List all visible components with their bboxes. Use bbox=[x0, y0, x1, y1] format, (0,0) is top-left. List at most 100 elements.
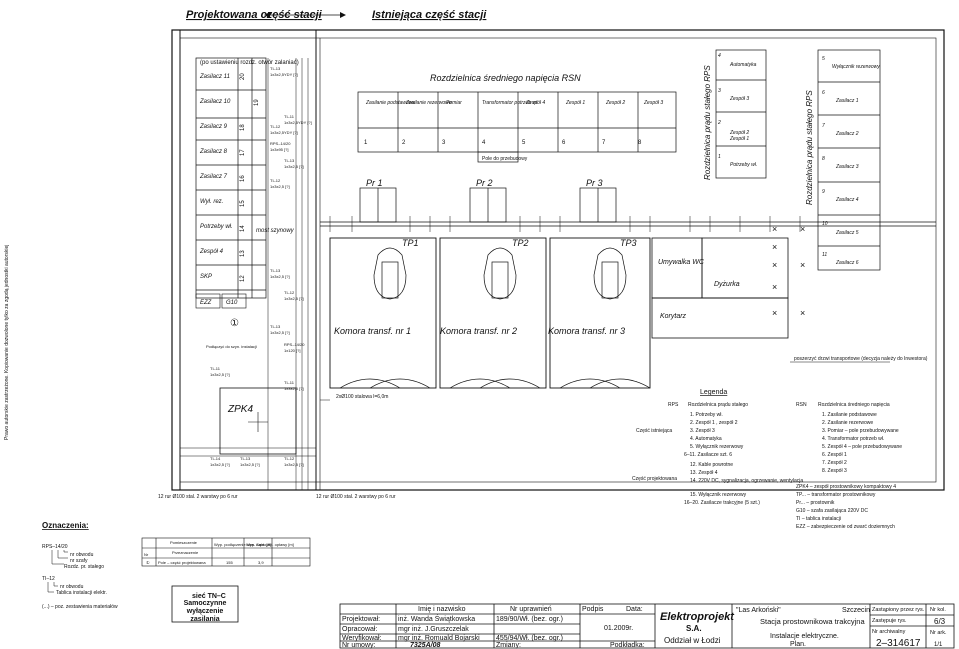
svg-text:(...) – poz. zestawienia mater: (...) – poz. zestawienia materiałów bbox=[42, 604, 118, 610]
svg-text:7325A/08: 7325A/08 bbox=[410, 642, 440, 649]
svg-text:5: 5 bbox=[522, 140, 526, 146]
legend-title: Legenda bbox=[700, 389, 727, 396]
svg-text:Nr umowy:: Nr umowy: bbox=[342, 642, 376, 649]
svg-text:Opracował:: Opracował: bbox=[342, 626, 377, 633]
svg-text:TI–13: TI–13 bbox=[270, 66, 281, 71]
svg-text:3. Zespół 3: 3. Zespół 3 bbox=[690, 428, 715, 434]
svg-text:TI–13: TI–13 bbox=[270, 268, 281, 273]
svg-text:sieć TN–C: sieć TN–C bbox=[192, 593, 226, 600]
material-table bbox=[141, 537, 311, 567]
svg-text:TI–12: TI–12 bbox=[270, 178, 281, 183]
svg-text:8: 8 bbox=[822, 156, 825, 162]
rsn-extension-note: Pole do przebudowy bbox=[482, 156, 528, 162]
svg-text:nr obwodu: nr obwodu bbox=[60, 584, 84, 590]
svg-text:1x3x2,5 [?]: 1x3x2,5 [?] bbox=[270, 330, 290, 335]
svg-text:RSN: RSN bbox=[796, 402, 807, 408]
svg-text:7: 7 bbox=[602, 140, 606, 146]
copyright-note: Prawo autorskie zastrzeżone. Kopiowanie … bbox=[4, 245, 10, 440]
door-note: poszerzyć drzwi transportowe (decyzja na… bbox=[794, 356, 928, 362]
chamber-labels: Komora transf. nr 1 Komora transf. nr 2 … bbox=[334, 326, 625, 336]
svg-text:Zespół 3: Zespół 3 bbox=[729, 96, 749, 102]
svg-text:TI–12: TI–12 bbox=[42, 576, 55, 582]
svg-text:Komora transf. nr 2: Komora transf. nr 2 bbox=[440, 326, 517, 336]
rps-right-labels: 5 Wyłącznik rezerwowy 6 Zasilacz 1 7 Zas… bbox=[822, 56, 880, 266]
header-designed-part: Projektowana część stacji bbox=[186, 9, 323, 21]
svg-text:Część istniejąca: Część istniejąca bbox=[636, 428, 672, 434]
svg-text:Oddział w Łodzi: Oddział w Łodzi bbox=[664, 636, 721, 645]
svg-text:Transformator potrzeb wł.: Transformator potrzeb wł. bbox=[482, 100, 539, 106]
svg-text:Zasilacz 1: Zasilacz 1 bbox=[835, 98, 859, 104]
legend-rps: RPS Rozdzielnica prądu stałego Część ist… bbox=[632, 402, 803, 506]
svg-text:Zasilacz 11: Zasilacz 11 bbox=[199, 74, 230, 80]
svg-text:inż. Wanda Świątkowska: inż. Wanda Świątkowska bbox=[398, 614, 475, 623]
svg-text:Zasilacz 3: Zasilacz 3 bbox=[835, 164, 859, 170]
rps-right bbox=[817, 49, 881, 271]
pipes-right-note: 12 rur Ø100 stal. 2 warstwy po 6 rur bbox=[316, 494, 396, 500]
svg-text:11: 11 bbox=[822, 252, 827, 258]
svg-text:1/1: 1/1 bbox=[934, 642, 943, 648]
svg-text:Nr uprawnień: Nr uprawnień bbox=[510, 606, 552, 613]
svg-text:Weryfikował:: Weryfikował: bbox=[342, 635, 382, 642]
svg-text:Pr 2: Pr 2 bbox=[476, 178, 493, 188]
svg-text:×: × bbox=[800, 224, 805, 234]
svg-text:5: 5 bbox=[822, 56, 825, 62]
svg-text:Data:: Data: bbox=[626, 606, 643, 613]
svg-text:Rozdzielnica średniego napięci: Rozdzielnica średniego napięcia bbox=[818, 402, 890, 408]
svg-text:7. Zespół 2: 7. Zespół 2 bbox=[822, 460, 847, 466]
svg-text:16: 16 bbox=[240, 175, 246, 182]
circle-marker: ① bbox=[230, 318, 239, 329]
svg-text:Rozdz. pr. stałego: Rozdz. pr. stałego bbox=[64, 564, 104, 570]
svg-text:6–11. Zasilacze szt. 6: 6–11. Zasilacze szt. 6 bbox=[684, 452, 732, 458]
svg-text:18: 18 bbox=[240, 124, 246, 131]
svg-text:Zasilacz 8: Zasilacz 8 bbox=[199, 149, 228, 155]
svg-text:TI–11: TI–11 bbox=[210, 366, 221, 371]
svg-text:4: 4 bbox=[482, 140, 486, 146]
svg-text:Nr ark.: Nr ark. bbox=[930, 630, 947, 636]
rsn-field-numbers: 1 2 3 4 5 6 7 8 bbox=[364, 140, 642, 146]
svg-text:Zespół 2: Zespół 2 bbox=[729, 130, 749, 136]
svg-text:Zmiany:: Zmiany: bbox=[496, 642, 521, 649]
building-walls bbox=[171, 29, 945, 491]
svg-text:Stacja prostownikowa trakcyjna: Stacja prostownikowa trakcyjna bbox=[760, 617, 865, 626]
svg-text:RPS: RPS bbox=[668, 402, 679, 408]
svg-text:5. Zespół 4 – pole przebudowyw: 5. Zespół 4 – pole przebudowywane bbox=[822, 444, 902, 450]
svg-text:1x3x2,5 [?]: 1x3x2,5 [?] bbox=[284, 296, 304, 301]
svg-text:3: 3 bbox=[442, 140, 446, 146]
light-fixtures: ××× ××× ×× bbox=[772, 224, 805, 318]
svg-text:mgr inż. J.Gruszczelak: mgr inż. J.Gruszczelak bbox=[398, 626, 469, 633]
room-labels: Umywalka WC Dyżurka Korytarz bbox=[658, 259, 740, 320]
svg-text:Część projektowana: Część projektowana bbox=[632, 476, 677, 482]
svg-text:7: 7 bbox=[822, 123, 825, 129]
svg-text:455/94/Wł. (bez. ogr.): 455/94/Wł. (bez. ogr.) bbox=[496, 635, 563, 642]
svg-text:Pr 1: Pr 1 bbox=[366, 178, 383, 188]
svg-text:TI–11: TI–11 bbox=[284, 114, 295, 119]
title-block bbox=[339, 603, 955, 649]
rectifier-cell-labels: (po ustawieniu rozdz. otwór zalaniać) Za… bbox=[199, 60, 299, 282]
svg-text:Wyłącznik rezerwowy: Wyłącznik rezerwowy bbox=[832, 64, 880, 70]
svg-text:Pomiar: Pomiar bbox=[446, 100, 462, 106]
rps-left-title: Rozdzielnica prądu stałego RPS bbox=[703, 65, 712, 180]
svg-text:1x3x2,5 [?]: 1x3x2,5 [?] bbox=[284, 462, 304, 467]
svg-text:3: 3 bbox=[718, 88, 721, 94]
svg-text:Instalacje elektryczne.: Instalacje elektryczne. bbox=[770, 633, 839, 640]
svg-text:Zastąpiony przez rys.: Zastąpiony przez rys. bbox=[872, 607, 925, 613]
transformer-shapes bbox=[339, 247, 651, 389]
svg-text:Plan.: Plan. bbox=[790, 641, 806, 648]
svg-text:19: 19 bbox=[254, 99, 260, 106]
svg-text:TP... – transformator prostown: TP... – transformator prostownikowy bbox=[796, 492, 876, 498]
busbar-taps bbox=[329, 216, 801, 232]
svg-text:TI–12: TI–12 bbox=[270, 124, 281, 129]
svg-text:Podkładka:: Podkładka: bbox=[610, 642, 645, 649]
svg-text:Rozdzielnica prądu stałego: Rozdzielnica prądu stałego bbox=[688, 402, 748, 408]
svg-text:Imię i nazwisko: Imię i nazwisko bbox=[418, 606, 466, 613]
svg-text:Przeznaczenie: Przeznaczenie bbox=[172, 550, 199, 555]
pipe-mid-note: 2xØ100 stalowa l=6,0m bbox=[336, 394, 388, 400]
title-block-text: Imię i nazwisko Nr uprawnień Podpis Data… bbox=[342, 606, 947, 649]
svg-text:Zespół 1: Zespół 1 bbox=[729, 136, 749, 142]
transformer-chambers bbox=[329, 237, 651, 389]
svg-text:"Las Arkoński": "Las Arkoński" bbox=[736, 607, 781, 614]
busbar bbox=[320, 221, 936, 227]
svg-text:5. Wyłącznik rezerwowy: 5. Wyłącznik rezerwowy bbox=[690, 444, 744, 450]
